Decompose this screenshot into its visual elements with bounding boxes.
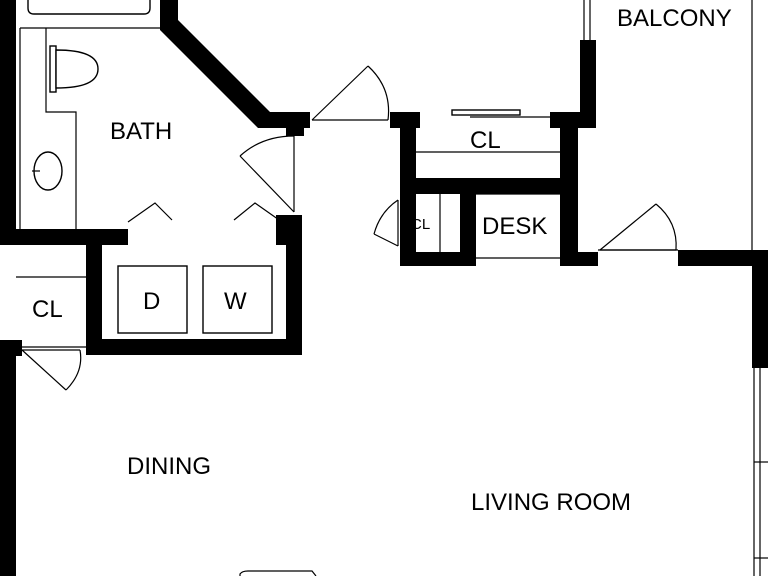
closet-middle-wall <box>400 178 578 194</box>
bathtub <box>27 0 151 15</box>
dryer-icon <box>117 265 188 334</box>
closet-bottom-wall-left <box>400 252 476 266</box>
toilet-icon <box>49 45 99 93</box>
left-closet-door[interactable] <box>21 349 82 391</box>
label-dining: DINING <box>127 453 211 480</box>
left-exterior-wall-upper <box>0 0 16 245</box>
bath-diagonal-wall <box>160 20 270 128</box>
balcony-left-wall <box>580 40 596 128</box>
bath-counter <box>19 27 160 229</box>
label-washer: W <box>224 288 247 315</box>
label-balcony: BALCONY <box>617 5 732 32</box>
bath-right-wall-lower <box>286 215 302 355</box>
sliding-door-track <box>451 109 521 116</box>
living-top-wall <box>678 250 768 266</box>
washer-icon <box>202 265 273 334</box>
laundry-bottom-wall <box>86 339 302 355</box>
closet-top-post <box>390 112 420 128</box>
label-living-room: LIVING ROOM <box>471 489 631 516</box>
laundry-bifold-left <box>127 202 173 223</box>
small-closet-door[interactable] <box>373 199 399 247</box>
bath-door[interactable] <box>239 135 295 213</box>
living-right-wall <box>752 250 768 368</box>
label-closet-small: CL <box>411 216 430 233</box>
fixtures <box>16 0 768 576</box>
laundry-bifold-right <box>233 202 283 223</box>
desk-bottom-post <box>560 252 598 266</box>
balcony-door[interactable] <box>599 203 677 251</box>
entry-door[interactable] <box>311 65 390 121</box>
left-exterior-wall-lower <box>0 340 16 576</box>
bath-door-post-lower <box>276 215 302 245</box>
cl-small-right-wall <box>460 178 476 266</box>
room-labels: BALCONY BATH CL CL DESK CL D W DINING LI… <box>32 5 732 516</box>
label-dryer: D <box>143 288 160 315</box>
bottom-counter <box>239 570 317 576</box>
label-closet-hall: CL <box>470 127 501 154</box>
bath-door-post-upper <box>286 112 304 136</box>
label-desk: DESK <box>482 213 547 240</box>
left-closet-stub <box>14 340 22 356</box>
label-bath: BATH <box>110 118 172 145</box>
label-closet-left: CL <box>32 296 63 323</box>
bath-laundry-wall <box>0 229 128 245</box>
desk-right-wall <box>560 112 578 266</box>
doors <box>21 65 677 391</box>
laundry-left-wall <box>86 229 102 355</box>
top-wall-stub <box>160 0 178 26</box>
